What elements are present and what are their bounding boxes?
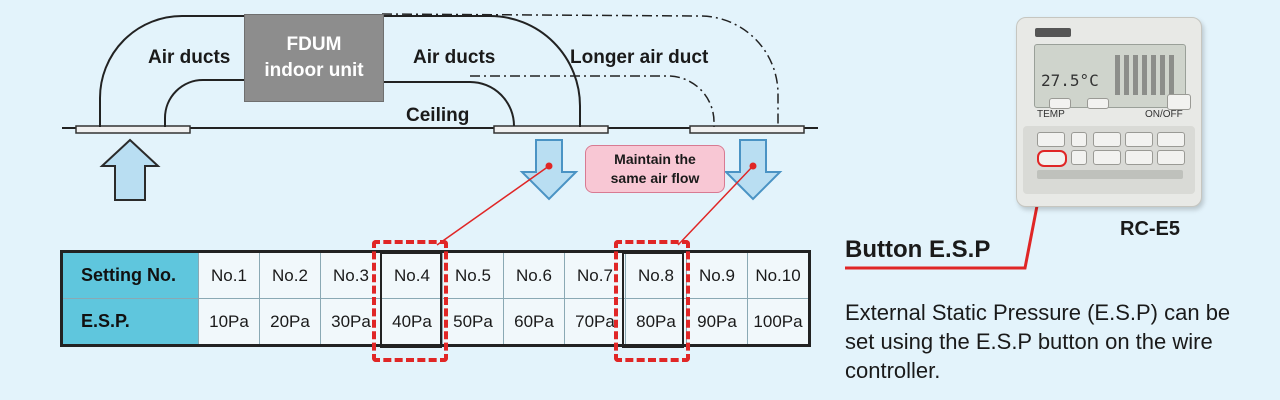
function-button-3[interactable] (1157, 132, 1185, 147)
ceiling-label: Ceiling (406, 105, 470, 126)
lcd-temperature: 27.5°C (1041, 71, 1099, 90)
esp-row: E.S.P. 10Pa 20Pa 30Pa 40Pa 50Pa 60Pa 70P… (61, 298, 810, 346)
setting-cell: No.1 (198, 251, 260, 299)
longer-duct-inner (470, 75, 715, 127)
esp-cell: 50Pa (442, 298, 504, 346)
esp-row-header: E.S.P. (61, 298, 199, 346)
pointer-line-no8 (677, 165, 754, 246)
mode-button[interactable] (1037, 132, 1065, 147)
setting-cell: No.3 (320, 251, 382, 299)
unit-label-line1: FDUM (286, 34, 342, 55)
highlight-outline-no8 (622, 252, 684, 348)
duct-right-inner (382, 81, 515, 127)
highlight-dashed-no4 (372, 240, 448, 362)
esp-cell: 60Pa (503, 298, 565, 346)
callout-line1: Maintain the (614, 151, 696, 167)
setting-row-header: Setting No. (61, 251, 199, 299)
esp-cell: 80Pa (625, 298, 687, 346)
lcd-indicator-bars (1115, 55, 1177, 95)
esp-cell: 100Pa (747, 298, 810, 346)
duct-left-inner (164, 79, 246, 127)
esp-description: External Static Pressure (E.S.P) can be … (845, 300, 1231, 383)
temp-label: TEMP (1037, 109, 1065, 120)
fdum-indoor-unit: FDUM indoor unit (244, 14, 384, 102)
esp-button[interactable] (1037, 150, 1067, 167)
esp-cell: 40Pa (381, 298, 443, 346)
longer-air-duct-label: Longer air duct (570, 47, 709, 68)
pointer-dot-no4 (545, 162, 553, 170)
air-ducts-label-right: Air ducts (413, 47, 496, 68)
function-button-6[interactable] (1157, 150, 1185, 165)
highlight-dashed-no8 (614, 240, 690, 362)
setting-cell: No.2 (259, 251, 321, 299)
highlight-outline-no4 (380, 252, 442, 348)
onoff-button[interactable] (1167, 94, 1191, 110)
longer-duct-outer (381, 13, 779, 127)
setting-cell: No.8 (625, 251, 687, 299)
setting-cell: No.6 (503, 251, 565, 299)
return-diffuser (75, 125, 191, 134)
same-airflow-callout: Maintain the same air flow (585, 145, 725, 193)
callout-line2: same air flow (610, 170, 700, 186)
button-panel (1023, 126, 1195, 194)
esp-cell: 10Pa (198, 298, 260, 346)
duct-left-outer (99, 15, 246, 127)
temp-button-2[interactable] (1087, 98, 1109, 109)
bottom-strip (1037, 170, 1183, 179)
esp-settings-table: Setting No. No.1 No.2 No.3 No.4 No.5 No.… (60, 250, 811, 347)
supply-diffuser-near (493, 125, 609, 134)
esp-cell: 20Pa (259, 298, 321, 346)
setting-cell: No.10 (747, 251, 810, 299)
function-button-4[interactable] (1093, 150, 1121, 165)
controller-model: RC-E5 (1120, 218, 1181, 240)
down-button[interactable] (1071, 150, 1087, 165)
button-esp-title: Button E.S.P (845, 236, 991, 263)
supply-diffuser-far (689, 125, 805, 134)
pointer-line-no4 (436, 165, 550, 246)
function-button-5[interactable] (1125, 150, 1153, 165)
duct-right-outer (382, 15, 581, 127)
setting-cell: No.9 (686, 251, 748, 299)
temp-button[interactable] (1049, 98, 1071, 109)
onoff-label: ON/OFF (1145, 109, 1183, 120)
function-button-1[interactable] (1093, 132, 1121, 147)
esp-cell: 90Pa (686, 298, 748, 346)
pointer-dot-no8 (749, 162, 757, 170)
setting-row: Setting No. No.1 No.2 No.3 No.4 No.5 No.… (61, 251, 810, 299)
return-air-arrow (99, 138, 161, 201)
wired-remote-controller: 27.5°C TEMP ON/OFF (1016, 17, 1202, 207)
unit-label-line2: indoor unit (264, 60, 364, 81)
setting-cell: No.5 (442, 251, 504, 299)
up-button[interactable] (1071, 132, 1087, 147)
brand-logo (1035, 28, 1071, 37)
air-ducts-label-left: Air ducts (148, 47, 231, 68)
esp-cell: 30Pa (320, 298, 382, 346)
function-button-2[interactable] (1125, 132, 1153, 147)
lcd-screen: 27.5°C (1034, 44, 1186, 108)
setting-cell: No.4 (381, 251, 443, 299)
